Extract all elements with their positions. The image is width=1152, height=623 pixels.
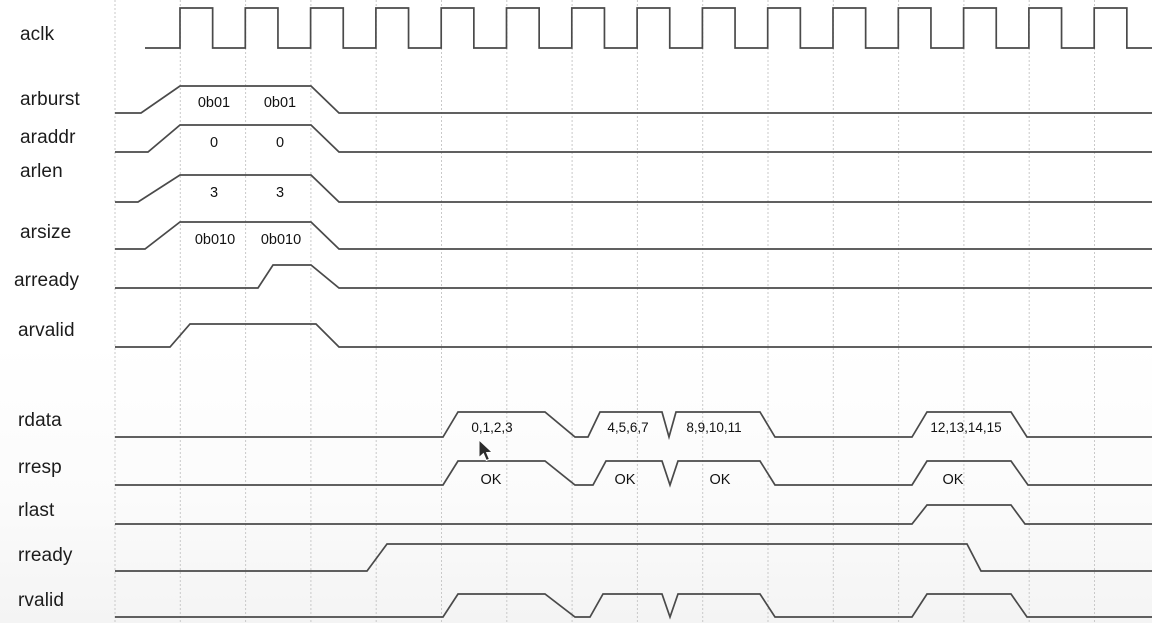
bus-envelope-top-arlen [115, 174, 1152, 203]
signal-label-rvalid: rvalid [18, 590, 65, 611]
signal-label-rresp: rresp [18, 457, 62, 478]
signal-label-aclk: aclk [20, 24, 55, 45]
bus-value-arsize: 0b010 [260, 232, 302, 248]
signal-waveforms [115, 7, 1152, 620]
bus-envelope-top-rdata [115, 411, 1152, 441]
signal-label-rdata: rdata [18, 410, 62, 431]
bus-value-rresp: OK [709, 472, 731, 488]
bus-value-rresp: OK [480, 472, 502, 488]
signal-label-arvalid: arvalid [18, 320, 75, 341]
signal-label-arlen: arlen [20, 161, 63, 182]
bus-value-arlen: 3 [209, 185, 219, 201]
bus-value-araddr: 0 [209, 135, 219, 151]
bus-value-arburst: 0b01 [197, 95, 231, 111]
bus-value-arsize: 0b010 [194, 232, 236, 248]
bus-value-rresp: OK [614, 472, 636, 488]
signal-label-araddr: araddr [20, 127, 76, 148]
signal-label-rlast: rlast [18, 500, 55, 521]
bus-envelope-top-rresp [115, 460, 1152, 488]
bus-value-arlen: 3 [275, 185, 285, 201]
bus-value-araddr: 0 [275, 135, 285, 151]
bus-value-rdata: 8,9,10,11 [686, 420, 742, 435]
logic-waveform-rlast [115, 504, 1152, 525]
clock-waveform-aclk [145, 7, 1152, 49]
bus-value-rresp: OK [942, 472, 964, 488]
signal-label-arsize: arsize [20, 222, 72, 243]
signal-label-arready: arready [14, 270, 80, 291]
signal-label-rready: rready [18, 545, 73, 566]
bus-envelope-top-arsize [115, 221, 1152, 250]
logic-waveform-arready [115, 264, 1152, 289]
bus-value-rdata: 12,13,14,15 [930, 420, 1002, 435]
signal-label-arburst: arburst [20, 89, 80, 110]
logic-waveform-rready [115, 543, 1152, 572]
logic-waveform-arvalid [115, 323, 1152, 348]
grid-lines [114, 0, 1095, 623]
bus-value-rdata: 4,5,6,7 [607, 420, 649, 435]
bus-envelope-top-araddr [115, 124, 1152, 153]
bus-value-rdata: 0,1,2,3 [471, 420, 513, 435]
bus-value-arburst: 0b01 [263, 95, 297, 111]
bus-envelope-top-arburst [115, 85, 1152, 114]
logic-waveform-rvalid [115, 593, 1152, 620]
